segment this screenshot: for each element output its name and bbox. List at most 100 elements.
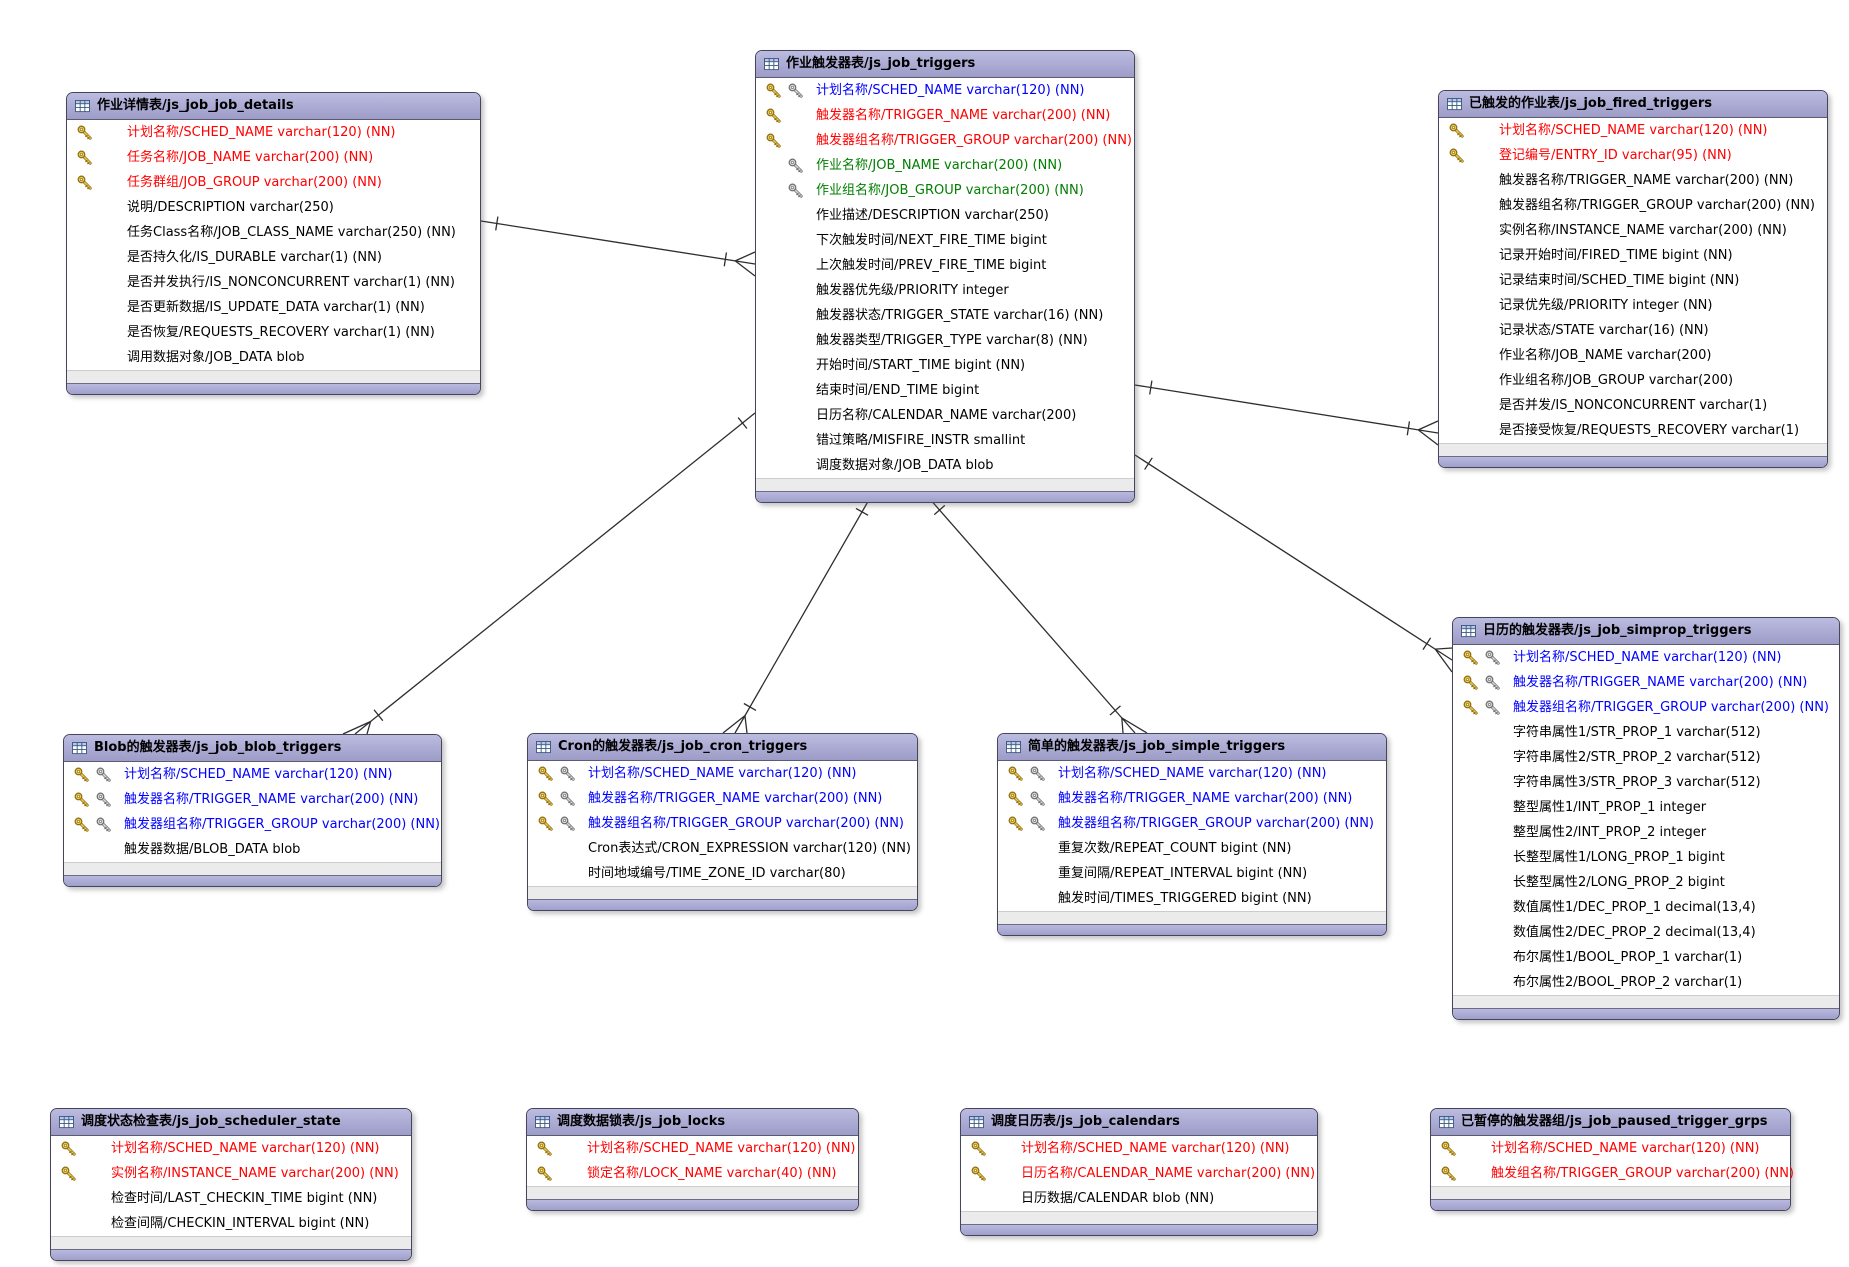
field-label: 触发器名称/TRIGGER_NAME varchar(200) (NN)	[816, 108, 1111, 123]
table-fields: 计划名称/SCHED_NAME varchar(120) (NN)触发器名称/T…	[64, 762, 441, 862]
table-footer-strip	[756, 478, 1134, 491]
field-row: 计划名称/SCHED_NAME varchar(120) (NN)	[528, 761, 917, 786]
primary-key-icon	[1440, 1165, 1457, 1182]
field-label: 布尔属性1/BOOL_PROP_1 varchar(1)	[1513, 950, 1743, 965]
field-row: 字符串属性1/STR_PROP_1 varchar(512)	[1453, 720, 1839, 745]
primary-key-icon	[536, 1140, 553, 1157]
field-label: 日历数据/CALENDAR blob (NN)	[1021, 1191, 1215, 1206]
field-label: 日历名称/CALENDAR_NAME varchar(200) (NN)	[1021, 1166, 1316, 1181]
field-row: 调用数据对象/JOB_DATA blob	[67, 345, 480, 370]
field-row: 任务名称/JOB_NAME varchar(200) (NN)	[67, 145, 480, 170]
field-label: 是否恢复/REQUESTS_RECOVERY varchar(1) (NN)	[127, 325, 435, 340]
entity-table-js_job_blob_triggers[interactable]: Blob的触发器表/js_job_blob_triggers 计划名称/SCHED…	[63, 734, 442, 887]
relationship-triggers-to-simprop_triggers	[1134, 454, 1453, 673]
table-title: 已触发的作业表/js_job_fired_triggers	[1469, 96, 1712, 111]
entity-table-js_job_triggers[interactable]: 作业触发器表/js_job_triggers 计划名称/SCHED_NAME va…	[755, 50, 1135, 503]
table-icon	[1461, 624, 1476, 638]
field-row: 触发器组名称/TRIGGER_GROUP varchar(200) (NN)	[528, 811, 917, 836]
field-row: 登记编号/ENTRY_ID varchar(95) (NN)	[1439, 143, 1827, 168]
entity-table-js_job_simple_triggers[interactable]: 简单的触发器表/js_job_simple_triggers 计划名称/SCHED…	[997, 733, 1387, 936]
primary-key-icon	[1462, 649, 1479, 666]
table-header: Blob的触发器表/js_job_blob_triggers	[64, 735, 441, 762]
table-icon	[764, 57, 779, 71]
field-row: 触发器类型/TRIGGER_TYPE varchar(8) (NN)	[756, 328, 1134, 353]
field-row: 计划名称/SCHED_NAME varchar(120) (NN)	[1431, 1136, 1790, 1161]
field-row: 作业描述/DESCRIPTION varchar(250)	[756, 203, 1134, 228]
primary-key-icon	[73, 766, 90, 783]
field-row: 上次触发时间/PREV_FIRE_TIME bigint	[756, 253, 1134, 278]
table-footer-strip	[961, 1211, 1317, 1224]
table-icon	[535, 1115, 550, 1129]
field-label: 作业组名称/JOB_GROUP varchar(200)	[1499, 373, 1734, 388]
table-footer-bar	[67, 383, 480, 394]
field-row: 触发器名称/TRIGGER_NAME varchar(200) (NN)	[64, 787, 441, 812]
field-row: 是否并发/IS_NONCONCURRENT varchar(1)	[1439, 393, 1827, 418]
field-row: 触发器名称/TRIGGER_NAME varchar(200) (NN)	[1439, 168, 1827, 193]
field-label: 触发器组名称/TRIGGER_GROUP varchar(200) (NN)	[588, 816, 905, 831]
field-row: 时间地域编号/TIME_ZONE_ID varchar(80)	[528, 861, 917, 886]
relationship-job_details-to-triggers	[480, 216, 756, 277]
foreign-key-icon	[1484, 699, 1501, 716]
field-row: 计划名称/SCHED_NAME varchar(120) (NN)	[527, 1136, 858, 1161]
field-row: 触发器数据/BLOB_DATA blob	[64, 837, 441, 862]
field-row: 是否恢复/REQUESTS_RECOVERY varchar(1) (NN)	[67, 320, 480, 345]
field-label: 锁定名称/LOCK_NAME varchar(40) (NN)	[587, 1166, 837, 1181]
table-icon	[536, 740, 551, 754]
table-fields: 计划名称/SCHED_NAME varchar(120) (NN) 日历名称/CA…	[961, 1136, 1317, 1211]
table-title: 作业触发器表/js_job_triggers	[786, 56, 976, 71]
field-label: 触发器名称/TRIGGER_NAME varchar(200) (NN)	[1499, 173, 1794, 188]
field-label: 记录优先级/PRIORITY integer (NN)	[1499, 298, 1713, 313]
primary-key-icon	[765, 132, 782, 149]
table-title: 调度状态检查表/js_job_scheduler_state	[81, 1114, 341, 1129]
field-label: 开始时间/START_TIME bigint (NN)	[816, 358, 1026, 373]
primary-key-icon	[1462, 699, 1479, 716]
field-row: 计划名称/SCHED_NAME varchar(120) (NN)	[998, 761, 1386, 786]
relationship-triggers-to-blob_triggers	[342, 412, 756, 735]
primary-key-icon	[536, 1165, 553, 1182]
table-icon	[1447, 97, 1462, 111]
table-footer-bar	[1439, 456, 1827, 467]
field-row: 记录开始时间/FIRED_TIME bigint (NN)	[1439, 243, 1827, 268]
field-label: 下次触发时间/NEXT_FIRE_TIME bigint	[816, 233, 1047, 248]
field-row: 触发器组名称/TRIGGER_GROUP varchar(200) (NN)	[1453, 695, 1839, 720]
table-title: Blob的触发器表/js_job_blob_triggers	[94, 740, 342, 755]
primary-key-icon	[1462, 674, 1479, 691]
table-fields: 计划名称/SCHED_NAME varchar(120) (NN)触发组名称/T…	[1431, 1136, 1794, 1186]
field-row: 作业名称/JOB_NAME varchar(200)	[1439, 343, 1827, 368]
field-label: 实例名称/INSTANCE_NAME varchar(200) (NN)	[1499, 223, 1787, 238]
field-label: 计划名称/SCHED_NAME varchar(120) (NN)	[1021, 1141, 1290, 1156]
table-footer-bar	[756, 491, 1134, 502]
field-row: 计划名称/SCHED_NAME varchar(120) (NN)	[64, 762, 441, 787]
field-label: 实例名称/INSTANCE_NAME varchar(200) (NN)	[111, 1166, 399, 1181]
table-header: 简单的触发器表/js_job_simple_triggers	[998, 734, 1386, 761]
primary-key-icon	[60, 1140, 77, 1157]
field-row: 字符串属性2/STR_PROP_2 varchar(512)	[1453, 745, 1839, 770]
field-label: 重复间隔/REPEAT_INTERVAL bigint (NN)	[1058, 866, 1308, 881]
table-fields: 计划名称/SCHED_NAME varchar(120) (NN) 触发器名称/T…	[756, 78, 1134, 478]
field-row: 任务群组/JOB_GROUP varchar(200) (NN)	[67, 170, 480, 195]
field-label: 计划名称/SCHED_NAME varchar(120) (NN)	[1513, 650, 1782, 665]
table-footer-strip	[1453, 995, 1839, 1008]
field-row: 重复次数/REPEAT_COUNT bigint (NN)	[998, 836, 1386, 861]
table-title: 简单的触发器表/js_job_simple_triggers	[1028, 739, 1286, 754]
field-row: 日历名称/CALENDAR_NAME varchar(200) (NN)	[961, 1161, 1317, 1186]
primary-key-icon	[1007, 790, 1024, 807]
table-title: 作业详情表/js_job_job_details	[97, 98, 294, 113]
table-fields: 计划名称/SCHED_NAME varchar(120) (NN)实例名称/IN…	[51, 1136, 411, 1236]
table-header: 调度数据锁表/js_job_locks	[527, 1109, 858, 1136]
field-row: 锁定名称/LOCK_NAME varchar(40) (NN)	[527, 1161, 858, 1186]
field-label: 计划名称/SCHED_NAME varchar(120) (NN)	[816, 83, 1085, 98]
field-row: 整型属性2/INT_PROP_2 integer	[1453, 820, 1839, 845]
field-label: 计划名称/SCHED_NAME varchar(120) (NN)	[1058, 766, 1327, 781]
entity-table-js_job_scheduler_state[interactable]: 调度状态检查表/js_job_scheduler_state 计划名称/SCHED…	[50, 1108, 412, 1261]
field-label: 检查间隔/CHECKIN_INTERVAL bigint (NN)	[111, 1216, 370, 1231]
field-row: 长整型属性2/LONG_PROP_2 bigint	[1453, 870, 1839, 895]
